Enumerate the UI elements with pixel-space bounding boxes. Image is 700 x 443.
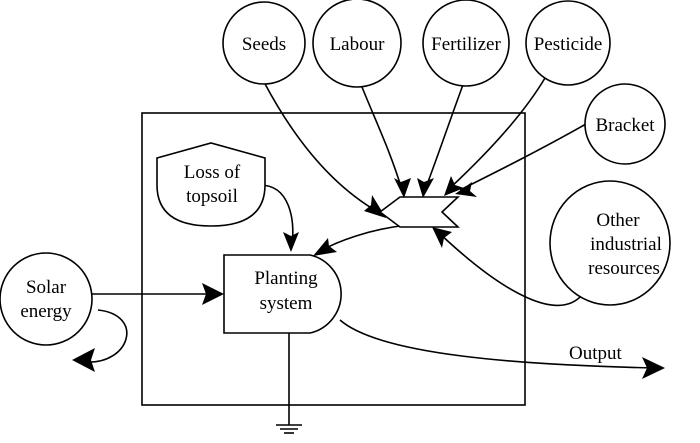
arrowheads — [72, 176, 665, 379]
planting-system-producer: Planting system — [223, 254, 342, 334]
flow-labour — [359, 81, 403, 191]
label-energy: energy — [20, 301, 72, 322]
label-bracket: Bracket — [595, 115, 655, 136]
label-planting: Planting — [254, 268, 318, 289]
flow-other-resources — [437, 231, 583, 307]
label-resources: resources — [588, 258, 660, 279]
flow-pesticide — [449, 77, 546, 189]
source-solar-energy: Solar energy — [0, 252, 93, 346]
arrowhead-bracket — [455, 182, 477, 197]
arrowhead-fertilizer — [417, 178, 434, 198]
flow-output — [339, 319, 656, 369]
arrowhead-pesticide — [444, 176, 464, 196]
label-solar: Solar — [26, 277, 67, 298]
arrowhead-output — [642, 357, 665, 379]
label-loss-of: Loss of — [184, 162, 241, 183]
flow-solar-reflect — [84, 309, 128, 363]
label-industrial: industrial — [590, 234, 662, 255]
arrowhead-labour — [394, 178, 411, 198]
label-other: Other — [596, 210, 640, 231]
arrowhead-solar — [202, 283, 224, 305]
arrowhead-solar-reflect — [72, 348, 95, 372]
loss-of-topsoil-tank: Loss of topsoil — [156, 142, 266, 227]
interaction-exchange-symbol — [378, 196, 461, 228]
source-bracket: Bracket — [584, 83, 666, 165]
ground-heat-sink-icon — [276, 331, 302, 434]
label-seeds: Seeds — [242, 34, 286, 55]
arrowhead-to-planting — [313, 238, 337, 256]
source-other-industrial-resources: Other industrial resources — [549, 180, 671, 306]
flow-fertilizer — [424, 81, 465, 191]
label-system: system — [260, 293, 313, 314]
source-seeds: Seeds — [222, 1, 306, 85]
label-pesticide: Pesticide — [534, 34, 603, 55]
flow-seeds — [263, 81, 379, 213]
label-topsoil: topsoil — [186, 186, 238, 207]
flow-lines — [84, 77, 656, 369]
source-fertilizer: Fertilizer — [422, 0, 510, 87]
label-labour: Labour — [330, 34, 386, 55]
source-labour: Labour — [312, 0, 402, 88]
label-output: Output — [569, 343, 623, 364]
flow-bracket — [459, 123, 587, 191]
system-boundary — [141, 112, 526, 406]
arrowhead-other-resources — [432, 227, 452, 248]
label-fertilizer: Fertilizer — [431, 34, 501, 55]
source-pesticide: Pesticide — [525, 0, 611, 86]
arrowhead-topsoil — [283, 232, 299, 252]
